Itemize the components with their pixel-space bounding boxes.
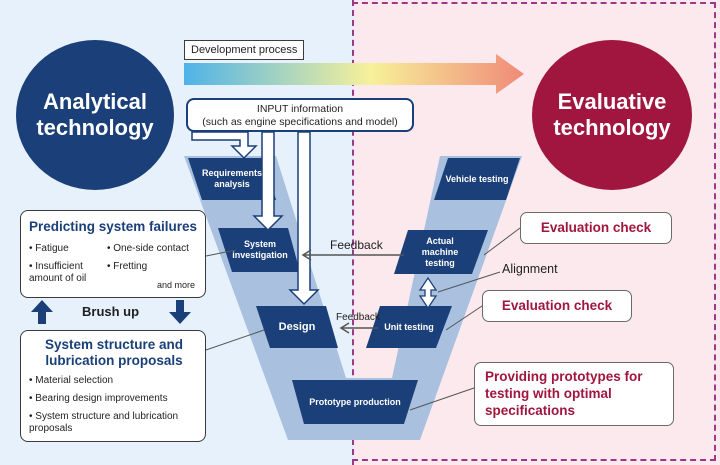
system-investigation-label: System investigation <box>232 239 288 260</box>
white-down-arrow-icon <box>288 131 320 306</box>
structure-proposals-title: System structure and lubrication proposa… <box>44 337 184 368</box>
white-down-arrow-icon <box>252 131 284 232</box>
input-info-title: INPUT information <box>256 103 344 115</box>
proposal-item: • Material selection <box>29 375 114 386</box>
navy-up-arrow-icon <box>31 300 53 324</box>
prototype-production-label: Prototype production <box>309 396 401 407</box>
proposal-item: • Bearing design improvements <box>29 393 168 404</box>
navy-down-arrow-icon <box>169 300 191 324</box>
white-down-arrow-icon <box>191 131 258 160</box>
input-information-box: INPUT information (such as engine specif… <box>186 98 414 132</box>
v-segment-actual-machine <box>394 230 488 274</box>
requirements-analysis-label: Requirements analysis <box>201 168 263 189</box>
design-label: Design <box>278 320 316 333</box>
gradient-arrow-icon <box>184 54 524 94</box>
providing-prototypes-box: Providing prototypes for testing with op… <box>474 362 674 426</box>
feedback-arrow-upper <box>301 249 404 261</box>
double-headed-arrow-icon <box>418 276 438 310</box>
proposal-item: • System structure and lubrication propo… <box>29 411 179 434</box>
v-segment-prototype <box>292 380 418 424</box>
predicting-failures-title: Predicting system failures <box>29 219 198 234</box>
evaluation-check-box-2: Evaluation check <box>482 290 632 322</box>
analytical-technology-circle: Analytical technology <box>16 40 174 190</box>
leader-prototypes <box>409 387 475 411</box>
input-info-subtitle: (such as engine specifications and model… <box>202 116 398 128</box>
failure-item: • Fatigue <box>29 243 69 254</box>
dashed-divider <box>352 0 354 465</box>
actual-machine-testing-label: Actual machine testing <box>421 235 459 268</box>
v-segment-design <box>256 306 338 348</box>
leader-structure <box>205 329 265 351</box>
evaluation-check-box-1: Evaluation check <box>520 212 672 244</box>
predicting-failures-card: Predicting system failures • Fatigue • O… <box>20 210 206 298</box>
failure-item: • Fretting <box>107 261 148 272</box>
failure-item: • One-side contact <box>107 243 189 254</box>
feedback-label-lower: Feedback <box>336 312 380 323</box>
evaluative-technology-circle: Evaluative technology <box>532 40 692 190</box>
unit-testing-label: Unit testing <box>384 321 434 332</box>
leader-eval-1 <box>483 227 521 256</box>
failure-item: • Insufficient amount of oil <box>29 261 87 284</box>
alignment-label: Alignment <box>502 262 558 276</box>
vehicle-testing-label: Vehicle testing <box>445 173 509 184</box>
feedback-arrow-lower <box>339 322 378 334</box>
v-segment-unit-testing <box>366 306 452 348</box>
leader-eval-2 <box>445 305 483 331</box>
v-segment-vehicle-testing <box>434 158 520 200</box>
v-segment-system-investigation <box>218 228 300 272</box>
v-segment-requirements <box>188 158 276 200</box>
evaluative-dashed-frame <box>352 2 716 461</box>
leader-predicting <box>205 249 237 257</box>
feedback-label-upper: Feedback <box>330 238 383 252</box>
failure-more: and more <box>157 280 196 290</box>
leader-alignment <box>437 271 501 293</box>
brush-up-label: Brush up <box>82 304 140 319</box>
structure-proposals-card: System structure and lubrication proposa… <box>20 330 206 442</box>
development-process-label: Development process <box>184 40 305 60</box>
